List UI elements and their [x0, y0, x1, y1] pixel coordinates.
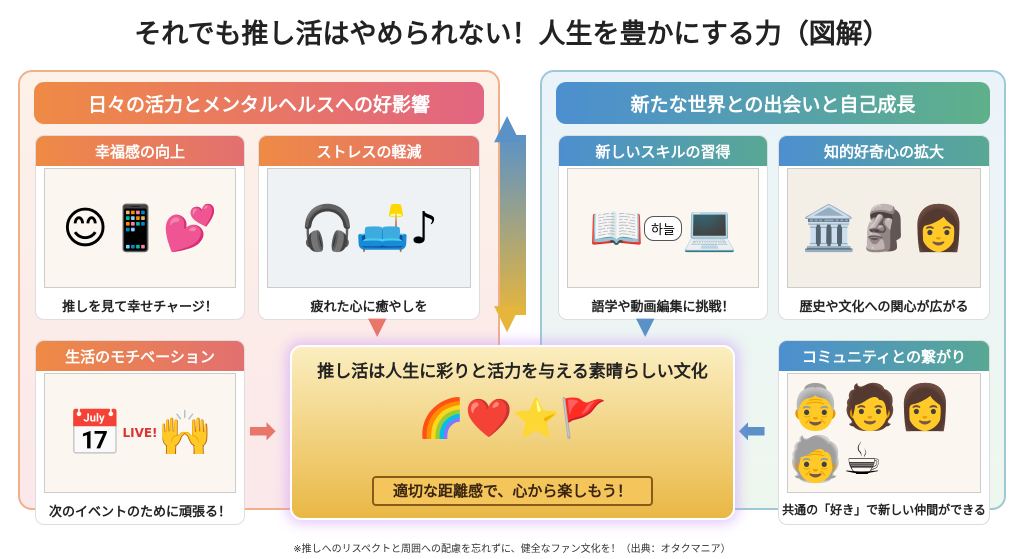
calendar-cheer-illustration: 📅LIVE!🙌: [44, 373, 236, 493]
card-stress: ストレスの軽減 🎧🛋️♪ 疲れた心に癒やしを: [258, 135, 480, 320]
card-title: 新しいスキルの習得: [559, 136, 767, 166]
arrow-down-right-icon: ▼: [636, 312, 655, 340]
study-laptop-illustration: 📖하늘💻: [567, 168, 759, 288]
card-caption: 疲れた心に癒やしを: [310, 300, 428, 315]
center-ribbon: 適切な距離感で、心から楽しもう！: [372, 476, 653, 506]
card-caption: 語学や動画編集に挑戦！: [591, 300, 735, 315]
card-caption: 歴史や文化への関心が広がる: [799, 300, 969, 315]
card-title: 生活のモチベーション: [36, 341, 244, 371]
card-curiosity: 知的好奇心の拡大 🏛️🗿👩 歴史や文化への関心が広がる: [778, 135, 990, 320]
card-community: コミュニティとの繋がり 👵🧑👩🧓☕ 共通の「好き」で新しい仲間ができる: [778, 340, 990, 525]
card-caption: 次のイベントのために頑張る！: [48, 505, 231, 520]
speech-bubble: 하늘: [644, 215, 682, 241]
card-caption: 共通の「好き」で新しい仲間ができる: [782, 503, 986, 517]
card-motivation: 生活のモチベーション 📅LIVE!🙌 次のイベントのために頑張る！: [35, 340, 245, 525]
page-title: それでも推し活はやめられない！人生を豊かにする力（図解）: [134, 19, 890, 50]
center-title: 推し活は人生に彩りと活力を与える素晴らしい文化: [317, 362, 708, 382]
friends-cafe-illustration: 👵🧑👩🧓☕: [787, 373, 981, 493]
card-skills: 新しいスキルの習得 📖하늘💻 語学や動画編集に挑戦！: [558, 135, 768, 320]
card-caption: 推しを見て幸せチャージ！: [62, 300, 218, 315]
arrow-left-icon: ⬅: [738, 411, 767, 451]
card-title: 知的好奇心の拡大: [779, 136, 989, 166]
arrow-down-icon: ▼: [494, 297, 521, 337]
fans-crowd-illustration: 🌈❤️⭐🚩: [417, 396, 608, 440]
card-happiness: 幸福感の向上 😊📱💕 推しを見て幸せチャージ！: [35, 135, 245, 320]
card-title: コミュニティとの繋がり: [779, 341, 989, 371]
vertical-double-arrow: [500, 135, 526, 315]
heart-tablet-illustration: 😊📱💕: [44, 168, 236, 288]
relax-headphones-illustration: 🎧🛋️♪: [267, 168, 471, 288]
center-summary-box: 推し活は人生に彩りと活力を与える素晴らしい文化 🌈❤️⭐🚩 適切な距離感で、心か…: [290, 345, 735, 520]
card-title: ストレスの軽減: [259, 136, 479, 166]
arrow-up-icon: ▲: [494, 107, 521, 147]
calendar-text: LIVE!: [122, 426, 158, 440]
arrow-right-icon: ➡: [248, 411, 277, 451]
left-panel-heading: 日々の活力とメンタルヘルスへの好影響: [34, 82, 484, 124]
arrow-down-left-icon: ▼: [368, 312, 387, 340]
museum-bust-illustration: 🏛️🗿👩: [787, 168, 981, 288]
footnote: ※推しへのリスペクトと周囲への配慮を忘れずに、健全なファン文化を！（出典：オタク…: [293, 544, 731, 555]
right-panel-heading: 新たな世界との出会いと自己成長: [556, 82, 990, 124]
card-title: 幸福感の向上: [36, 136, 244, 166]
